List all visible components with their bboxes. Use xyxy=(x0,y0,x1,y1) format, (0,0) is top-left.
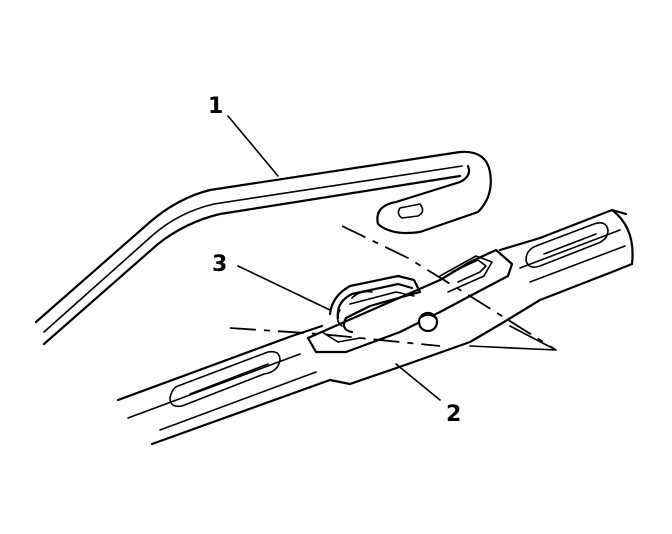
alignment-lines xyxy=(229,225,557,351)
callout-3-clip: 3 xyxy=(212,252,228,277)
blade-saddle xyxy=(306,248,514,354)
leader-lines xyxy=(227,115,441,401)
wiper-arm xyxy=(34,150,492,346)
callout-1-arm: 1 xyxy=(208,94,224,119)
locking-clip xyxy=(321,274,422,343)
callout-2-blade: 2 xyxy=(446,402,462,427)
wiper-blade xyxy=(116,208,634,446)
